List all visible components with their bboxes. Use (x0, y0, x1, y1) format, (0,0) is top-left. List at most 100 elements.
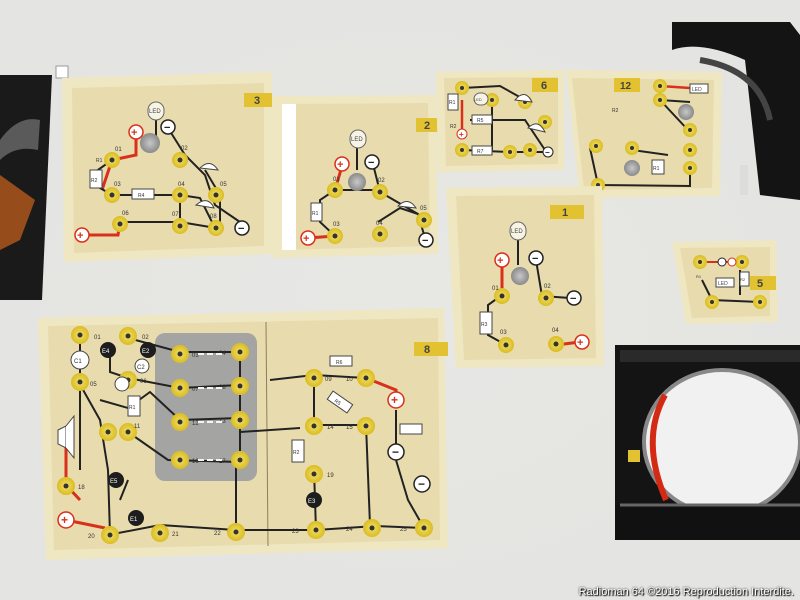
resistor-label: R2 (612, 108, 619, 114)
terminal-label: 19 (327, 473, 334, 479)
resistor-label: R5 (333, 398, 342, 407)
resistor-label: R3 (481, 322, 488, 328)
terminal-label: 18 (78, 485, 85, 491)
svg-text:−: − (545, 148, 550, 157)
capacitor-label: C2 (137, 365, 145, 371)
svg-text:−: − (238, 223, 244, 235)
capacitor-label: C1 (74, 359, 82, 365)
terminal-label: 13 (219, 419, 226, 425)
card-number: 5 (757, 278, 763, 290)
left-dark-cover (0, 75, 52, 300)
terminal-label: 08 (210, 214, 217, 220)
circuit-card-6: 6 R1 R5 R7 LED R2 + − (436, 70, 564, 172)
terminal-label: 04 (178, 182, 185, 188)
terminal-label: 04 (376, 221, 383, 227)
terminal-label: 04 (552, 328, 559, 334)
terminal-label: 06 (140, 379, 147, 385)
circuit-card-2: 2 LED + − 01 02 03 04 05 R1 + − (272, 95, 438, 258)
terminal-label: 22 (214, 531, 221, 537)
terminal-label: 23 (292, 529, 299, 535)
terminal-label: 01 (333, 177, 340, 183)
terminal-label: 02 (142, 335, 149, 341)
terminal-label: 04 (219, 351, 226, 357)
emitter-label: E1 (130, 517, 138, 523)
resistor-label: R1 (96, 158, 103, 164)
terminal-label: 03 (114, 182, 121, 188)
terminal-label: 09 (325, 377, 332, 383)
bottom-right-dark-panel (615, 345, 800, 540)
card-number: 6 (541, 80, 547, 92)
terminal-label: 06 (122, 211, 129, 217)
svg-text:+: + (497, 255, 503, 267)
resistor-label: R2 (450, 124, 457, 130)
terminal-label: 11 (134, 424, 141, 430)
terminal-label: 02 (544, 284, 551, 290)
led-label: LED (692, 87, 702, 93)
card-number: 2 (424, 120, 430, 132)
led-label: LED (511, 229, 523, 235)
terminal-label: 05 (90, 382, 97, 388)
svg-text:−: − (418, 477, 425, 491)
terminal-label: 14 (327, 425, 334, 431)
terminal-label: 01 (94, 335, 101, 341)
svg-text:+: + (303, 233, 309, 245)
terminal-label: 10 (346, 377, 353, 383)
resistor-label: R7 (477, 149, 484, 155)
circuit-card-12: 12 LED R1 R2 (566, 70, 748, 198)
led-label: LED (351, 137, 363, 143)
terminal-label: 03 (333, 222, 340, 228)
resistor-label: R1 (696, 274, 702, 279)
led-label: LED (149, 109, 161, 115)
card-number: 12 (620, 81, 632, 92)
svg-text:−: − (392, 445, 399, 459)
terminal-label: 15 (346, 425, 353, 431)
circuit-card-5: 5 LED R2 R1 (672, 240, 778, 324)
terminal-label: 20 (88, 534, 95, 540)
terminal-label: 05 (220, 182, 227, 188)
emitter-label: E3 (308, 499, 316, 505)
resistor-label: R2 (91, 178, 98, 184)
top-right-dark-cover (672, 22, 800, 200)
svg-text:+: + (77, 230, 83, 242)
resistor-label: R1 (653, 166, 660, 172)
resistor-label: R2 (293, 450, 300, 456)
circuit-card-1: 1 LED + − 01 02 03 04 R3 − + (446, 186, 604, 368)
terminal-label: 03 (192, 353, 199, 359)
terminal-label: 02 (181, 146, 188, 152)
svg-text:−: − (422, 235, 428, 247)
terminal-label: 08 (219, 385, 226, 391)
resistor-label: R6 (336, 360, 343, 366)
emitter-label: E2 (142, 349, 150, 355)
resistor-label: R5 (477, 118, 484, 124)
svg-text:−: − (570, 293, 576, 305)
card-number: 8 (424, 344, 430, 356)
terminal-label: 17 (219, 459, 226, 465)
resistor-label: R1 (129, 405, 136, 411)
resistor-label: R4 (138, 193, 145, 199)
resistor-label: R1 (449, 100, 456, 106)
terminal-label: 12 (192, 421, 199, 427)
led-label: LED (474, 97, 482, 102)
terminal-label: 24 (346, 527, 353, 533)
terminal-label: 01 (492, 286, 499, 292)
svg-text:−: − (532, 253, 538, 265)
card-number: 1 (562, 207, 568, 219)
terminal-label: 05 (420, 206, 427, 212)
emitter-label: E4 (102, 349, 110, 355)
circuit-card-3: 3 LED + − 01 02 03 04 05 06 (62, 72, 272, 262)
photo-credit: Radioman 64 ©2016 Reproduction Interdite… (578, 586, 794, 598)
terminal-label: 21 (172, 532, 179, 538)
resistor-label: R2 (740, 277, 746, 282)
svg-text:−: − (368, 157, 374, 169)
svg-text:+: + (459, 130, 464, 139)
ic-block (155, 333, 257, 481)
terminal-label: 25 (400, 527, 407, 533)
circuit-card-8: 8 (38, 308, 448, 560)
svg-text:+: + (337, 159, 343, 171)
card-number: 3 (254, 95, 260, 107)
terminal-label: 02 (378, 178, 385, 184)
terminal-label: 03 (500, 330, 507, 336)
svg-text:−: − (164, 122, 170, 134)
emitter-label: E5 (110, 479, 118, 485)
